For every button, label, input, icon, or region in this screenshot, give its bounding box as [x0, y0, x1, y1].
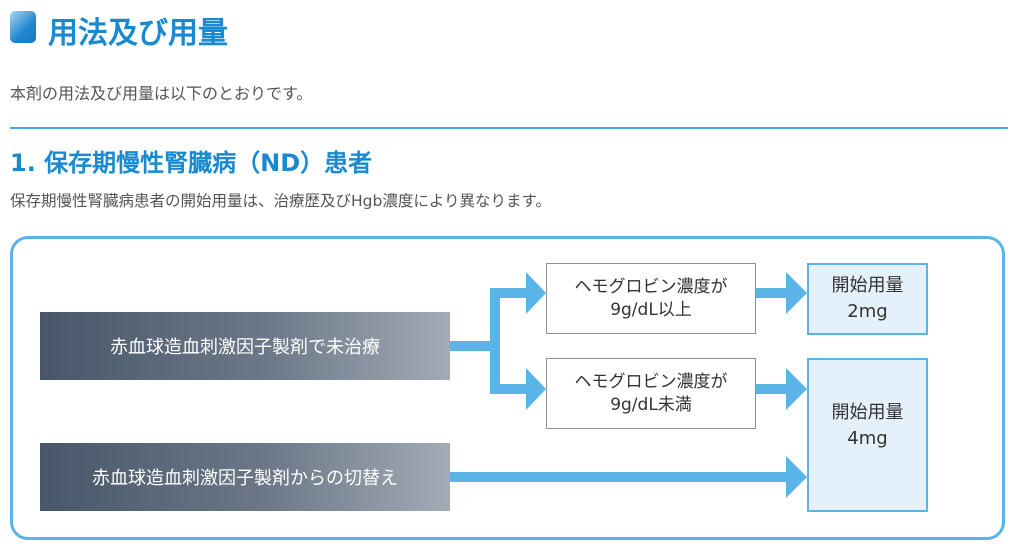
arrow-head-icon — [786, 456, 807, 498]
arrow-head-icon — [786, 272, 807, 314]
section-description: 保存期慢性腎臓病患者の開始用量は、治療歴及びHgb濃度により異なります。 — [10, 192, 551, 210]
condition-hgb-low: ヘモグロビン濃度が 9g/dL未満 — [546, 358, 756, 429]
result-label: 開始用量 — [831, 402, 904, 423]
arrow-head-icon — [526, 368, 546, 410]
result-4mg: 開始用量 4mg — [807, 358, 928, 512]
result-label: 開始用量 — [831, 274, 904, 296]
arrow-trunk — [450, 341, 498, 351]
page-title: 用法及び用量 — [48, 16, 228, 51]
condition-line2: 9g/dL以上 — [610, 299, 692, 320]
flowchart-frame — [10, 236, 1005, 540]
heading-square-icon — [10, 11, 36, 43]
condition-line1: ヘモグロビン濃度が — [574, 371, 728, 392]
arrow-head-icon — [786, 368, 807, 410]
source-untreated: 赤血球造血刺激因子製剤で未治療 — [40, 312, 450, 380]
section-heading: 1. 保存期慢性腎臓病（ND）患者 — [10, 149, 373, 177]
condition-line1: ヘモグロビン濃度が — [574, 276, 728, 297]
condition-line2: 9g/dL未満 — [610, 394, 692, 415]
condition-hgb-high: ヘモグロビン濃度が 9g/dL以上 — [546, 263, 756, 334]
arrow-branch — [490, 288, 500, 394]
arrow-head-icon — [526, 272, 546, 314]
divider — [10, 127, 1008, 129]
result-2mg: 開始用量 2mg — [807, 263, 928, 335]
result-dose: 4mg — [847, 428, 888, 450]
intro-text: 本剤の用法及び用量は以下のとおりです。 — [10, 84, 313, 103]
result-dose: 2mg — [847, 301, 888, 322]
source-switch: 赤血球造血刺激因子製剤からの切替え — [40, 443, 450, 511]
